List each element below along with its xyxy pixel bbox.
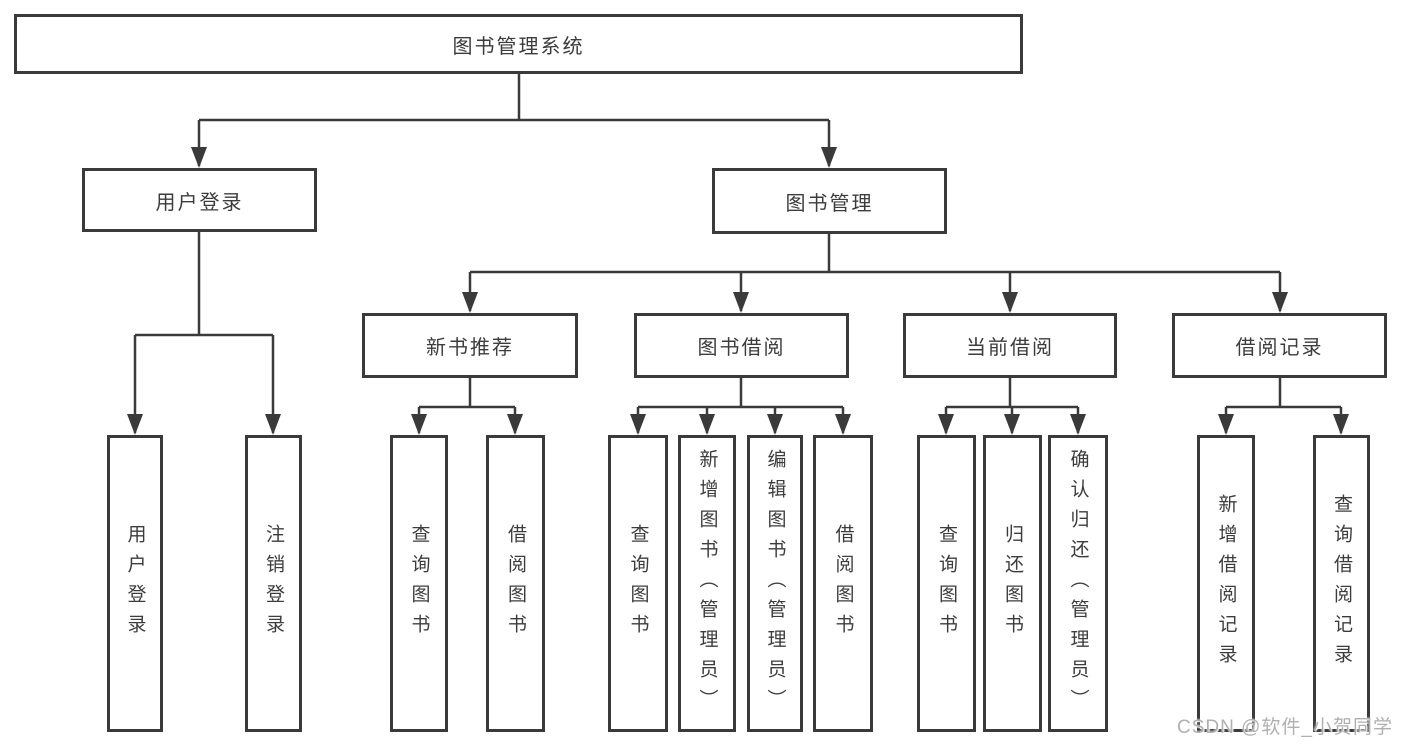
leaf-logout: 注销登录 xyxy=(245,435,302,732)
node-current-borrowing: 当前借阅 xyxy=(903,313,1117,378)
leaf-cb-query-books: 查询图书 xyxy=(917,435,976,732)
leaf-bb-edit-books-admin: 编辑图书（管理员） xyxy=(747,435,803,732)
node-label: 新书推荐 xyxy=(426,337,514,359)
node-label: 当前借阅 xyxy=(966,337,1054,359)
node-label: 图书管理 xyxy=(785,192,874,215)
leaf-label: 新增图书（管理员） xyxy=(696,448,718,719)
leaf-user-login: 用户登录 xyxy=(107,435,163,732)
node-label: 图书管理系统 xyxy=(452,35,585,58)
leaf-rec-query-books: 查询图书 xyxy=(390,435,448,732)
leaf-label: 确认归还（管理员） xyxy=(1067,448,1089,719)
csdn-watermark: CSDN @软件_小贺同学 xyxy=(1177,717,1393,738)
leaf-label: 查询图书 xyxy=(408,523,430,644)
leaf-bb-borrow-books: 借阅图书 xyxy=(813,435,873,732)
leaf-cb-confirm-return-admin: 确认归还（管理员） xyxy=(1048,435,1108,732)
leaf-label: 用户登录 xyxy=(124,523,146,644)
leaf-label: 借阅图书 xyxy=(832,523,854,644)
leaf-rec-borrow-books: 借阅图书 xyxy=(486,435,545,732)
leaf-br-add-record: 新增借阅记录 xyxy=(1197,435,1255,732)
leaf-cb-return-books: 归还图书 xyxy=(983,435,1042,732)
leaf-label: 查询借阅记录 xyxy=(1331,493,1352,674)
leaf-bb-query-books: 查询图书 xyxy=(608,435,668,732)
leaf-br-query-record: 查询借阅记录 xyxy=(1313,435,1370,732)
node-book-management: 图书管理 xyxy=(712,168,947,234)
node-label: 用户登录 xyxy=(155,191,244,214)
node-label: 图书借阅 xyxy=(697,337,786,359)
node-user-login: 用户登录 xyxy=(82,168,317,232)
leaf-bb-add-books-admin: 新增图书（管理员） xyxy=(678,435,736,732)
node-library-management-system: 图书管理系统 xyxy=(14,14,1023,74)
node-new-book-recommend: 新书推荐 xyxy=(362,313,578,378)
node-book-borrowing: 图书借阅 xyxy=(634,313,849,378)
leaf-label: 查询图书 xyxy=(936,523,957,644)
leaf-label: 编辑图书（管理员） xyxy=(764,448,786,719)
leaf-label: 新增借阅记录 xyxy=(1215,493,1237,674)
node-label: 借阅记录 xyxy=(1235,337,1324,359)
leaf-label: 归还图书 xyxy=(1002,523,1023,644)
leaf-label: 查询图书 xyxy=(627,523,649,644)
leaf-label: 注销登录 xyxy=(263,523,284,644)
leaf-label: 借阅图书 xyxy=(505,523,526,644)
node-borrowing-records: 借阅记录 xyxy=(1172,313,1387,378)
